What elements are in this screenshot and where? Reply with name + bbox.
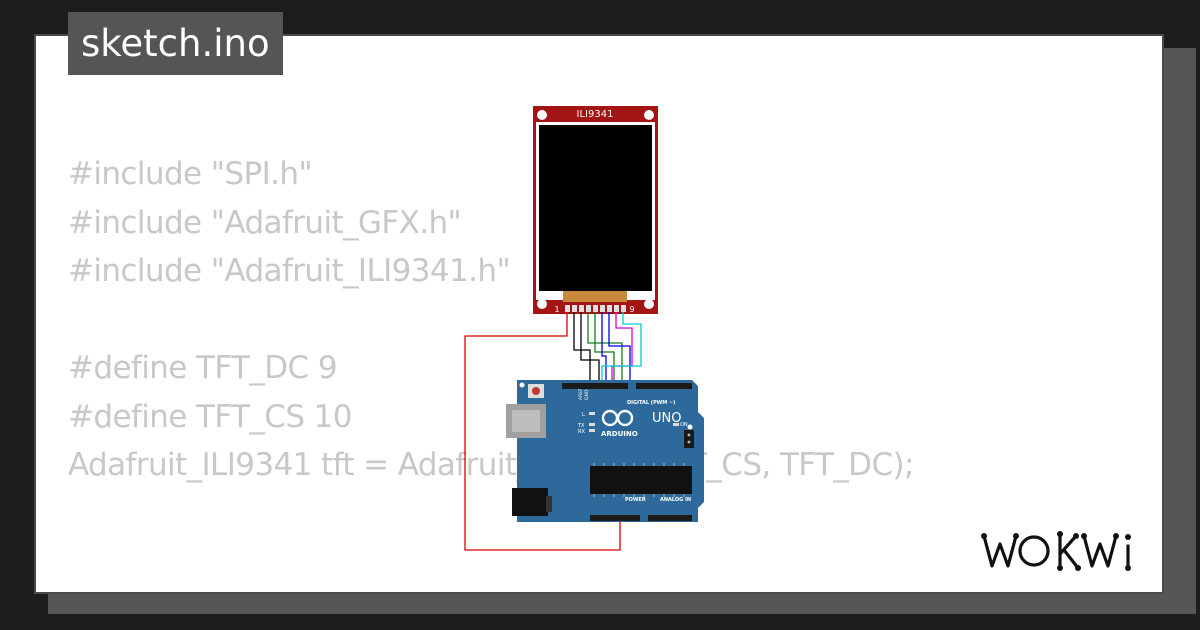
mount-hole-icon bbox=[537, 110, 547, 120]
code-line: #include "Adafruit_ILI9341.h" bbox=[68, 253, 511, 289]
mount-hole-icon bbox=[644, 299, 654, 309]
display-screen bbox=[539, 125, 652, 291]
display-pin-last-label: 9 bbox=[629, 305, 634, 314]
display-pin-header bbox=[565, 305, 626, 312]
wire-mosi[interactable] bbox=[601, 312, 607, 388]
aref-label: AREF bbox=[578, 388, 584, 400]
ili9341-display[interactable]: ILI9341 1 9 bbox=[533, 106, 658, 314]
wire-miso[interactable] bbox=[601, 312, 642, 388]
wire-led[interactable] bbox=[611, 312, 633, 388]
mount-hole-icon bbox=[519, 382, 525, 388]
code-line: #define TFT_DC 9 bbox=[68, 350, 338, 386]
code-preview: #include "SPI.h" #include "Adafruit_GFX.h… bbox=[68, 150, 914, 490]
wire-sck[interactable] bbox=[608, 312, 631, 388]
mount-hole-icon bbox=[537, 299, 547, 309]
code-line: #include "SPI.h" bbox=[68, 156, 313, 192]
power-analog-header bbox=[590, 515, 692, 521]
digital-label: DIGITAL (PWM ~) bbox=[627, 400, 675, 406]
led-on-label: ON bbox=[680, 422, 688, 428]
led-rx-label: RX bbox=[578, 429, 585, 435]
wire-vcc[interactable] bbox=[464, 312, 621, 551]
wire-cs[interactable] bbox=[580, 312, 600, 388]
led-tx-label: TX bbox=[577, 423, 585, 429]
arduino-uno-board[interactable]: UNO ARDUINO DIGITAL (PWM ~) POWER ANALOG… bbox=[506, 380, 704, 522]
power-label: POWER bbox=[625, 497, 646, 503]
analog-label: ANALOG IN bbox=[660, 497, 691, 503]
arduino-model-label: UNO bbox=[652, 411, 681, 426]
file-title: sketch.ino bbox=[68, 12, 283, 75]
arduino-infinity-logo-icon bbox=[601, 409, 634, 427]
gnd-label: GND bbox=[584, 389, 590, 400]
status-leds bbox=[589, 412, 679, 432]
wire-gnd[interactable] bbox=[573, 312, 591, 388]
power-jack-icon bbox=[512, 488, 548, 516]
wire-reset[interactable] bbox=[587, 312, 623, 388]
digital-header bbox=[562, 383, 692, 389]
display-pin-first-label: 1 bbox=[554, 305, 559, 314]
mount-hole-icon bbox=[644, 110, 654, 120]
atmega-chip bbox=[590, 466, 692, 494]
icsp-header bbox=[684, 430, 694, 448]
arduino-brand-label: ARDUINO bbox=[601, 430, 638, 438]
wokwi-logo bbox=[981, 531, 1131, 571]
display-model-label: ILI9341 bbox=[577, 109, 614, 120]
led-l-label: L bbox=[582, 412, 585, 418]
mount-hole-icon bbox=[687, 424, 693, 430]
code-line: #define TFT_CS 10 bbox=[68, 398, 353, 435]
display-ribbon bbox=[563, 291, 627, 302]
code-line: #include "Adafruit_GFX.h" bbox=[68, 204, 462, 241]
wire-dc[interactable] bbox=[594, 312, 615, 388]
wires bbox=[464, 312, 642, 551]
